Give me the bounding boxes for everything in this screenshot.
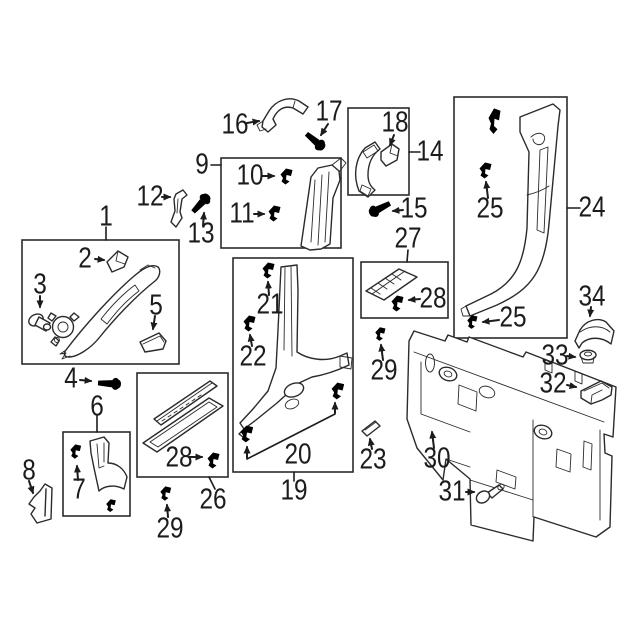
a-pillar-trim-icon [59,264,161,360]
callout-34: 34 [578,280,606,313]
c-pillar-trim-icon [460,103,561,317]
back-panel-30-icon [406,330,617,542]
callout-12: 12 [136,180,164,213]
clip-29-lower-icon [160,486,172,501]
highlighted-panel-8-icon [28,483,53,524]
callout-22: 22 [239,340,267,373]
callout-25-upper: 25 [476,192,504,225]
callout-14: 14 [416,135,444,168]
callout-13: 13 [187,217,215,250]
clip-22-icon [243,315,256,332]
callout-10: 10 [236,159,264,192]
clip-28-mat-icon [391,295,404,312]
callout-23: 23 [359,443,387,476]
grommet-33-icon [579,349,597,364]
callout-6: 6 [90,390,104,423]
callout-1: 1 [99,200,113,233]
push-pin-31-icon [475,483,505,504]
bolt-15-icon [366,198,393,220]
trim-cap-34-icon [574,318,615,349]
callout-21: 21 [256,288,284,321]
callout-26: 26 [199,483,227,516]
clip-2-icon [106,250,129,273]
clip-25-upper-icon [479,162,492,179]
wedge-5-icon [139,332,167,353]
callout-33: 33 [541,339,569,372]
callout-29-upper: 29 [370,354,398,387]
callout-28-sill: 28 [165,441,193,474]
callout-3: 3 [33,268,47,301]
clip-11-icon [268,205,281,222]
scuff-mat-icon [365,268,418,301]
callout-31: 31 [438,475,466,508]
callout-4: 4 [64,362,78,395]
bolt-4-icon [97,377,122,391]
strip-bracket-12-icon [170,189,188,228]
pad-23-icon [361,420,381,437]
box-group-27 [360,261,449,319]
sill-plate-icons [142,380,224,453]
screw-grommet-3-icon [28,313,52,332]
callout-18: 18 [381,106,409,139]
callout-30: 30 [423,442,451,475]
callout-9: 9 [195,148,209,181]
callout-28-mat: 28 [419,282,447,315]
b-pillar-lower-trim-icon [238,264,353,438]
clip-29-upper-icon [375,327,386,341]
callout-25-lower: 25 [499,301,527,334]
callout-27: 27 [394,222,422,255]
rail-bracket-16-icon [256,98,309,133]
box-group-26 [136,372,229,478]
callout-29-lower: 29 [156,512,184,545]
callout-16: 16 [221,108,249,141]
callout-11: 11 [229,197,255,230]
callout-5: 5 [149,289,163,322]
callout-24: 24 [578,191,606,224]
box-group-24 [453,96,568,339]
callout-15: 15 [400,192,428,225]
box-group-19 [232,257,354,473]
callout-8: 8 [22,454,36,487]
clip-6-small-icon [106,499,116,512]
clip-20-right-icon [331,382,345,400]
cowl-side-trim-icon [89,436,128,492]
box-group-1 [21,239,180,365]
clip-20-left-icon [240,425,254,443]
callout-17: 17 [315,95,343,128]
clip-18-icon [380,143,400,167]
clip-21-icon [262,262,275,279]
clip-25-lower-icon [467,315,478,329]
callout-leads [27,118,595,518]
callout-2: 2 [78,242,92,275]
clip-32-icon [580,380,613,405]
clip-24-top-icon [488,108,501,134]
speaker-mount-icon [47,312,80,347]
clip-28-sill-icon [207,452,220,469]
callout-20: 20 [284,438,312,471]
c-pillar-upper-trim-icon [300,157,347,251]
clip-10-icon [280,168,293,185]
box-group-9 [220,157,342,249]
pillar-handle-bracket-icon [354,141,381,198]
callout-32: 32 [539,367,567,400]
clip-7-icon [70,444,82,459]
callout-19: 19 [280,474,308,507]
bolt-13-icon [188,190,214,216]
callout-7: 7 [72,473,86,506]
bolt-17-icon [302,129,328,154]
